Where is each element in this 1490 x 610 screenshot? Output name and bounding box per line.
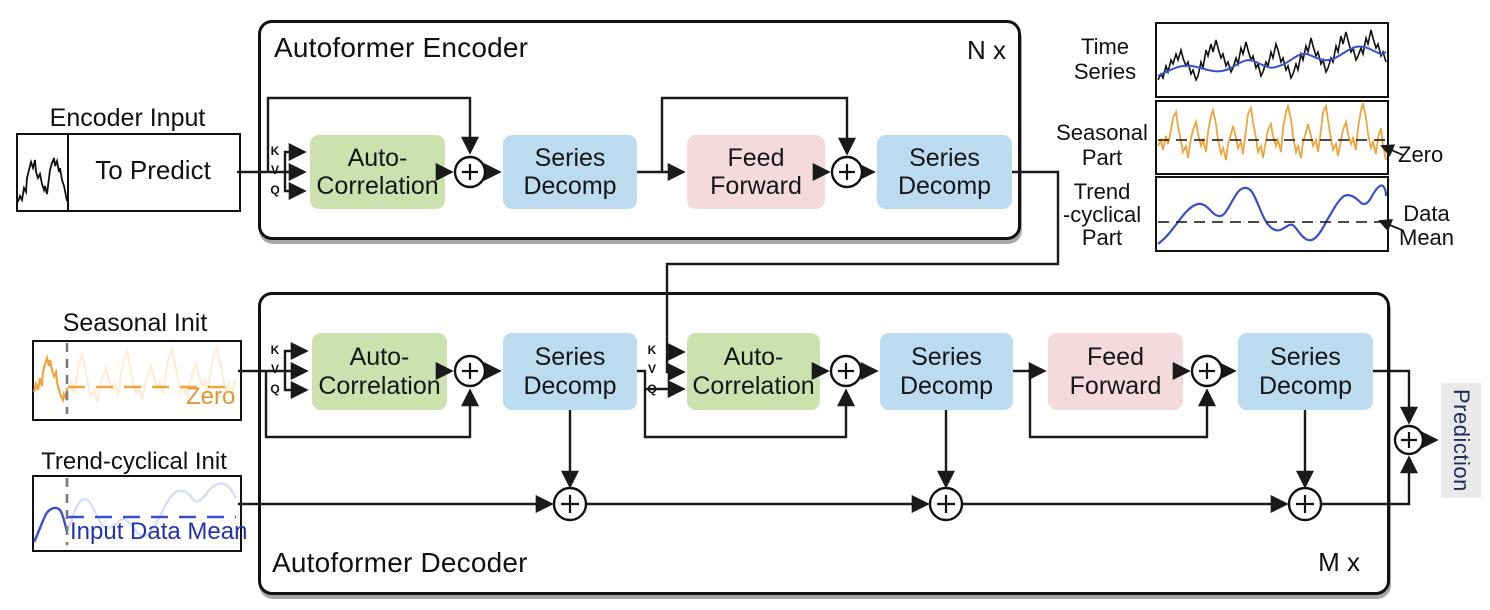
encoder-input-divider [67,133,69,210]
trend-init-title: Trend-cyclical Init [41,448,227,475]
decoder-series-decomp-3-block: Series Decomp [1238,333,1373,410]
trend-part-plot [1155,176,1389,252]
decoder-self-k-label: K [270,343,280,357]
to-predict-label: To Predict [95,155,211,185]
data-mean-annotation: Data Mean [1399,201,1455,251]
decoder-cross-k-label: K [647,343,657,357]
decoder-repeat-count: M x [1318,547,1360,577]
decoder-cross-q-label: Q [647,382,657,396]
encoder-repeat-count: N x [967,35,1006,65]
decoder-self-v-label: V [270,362,279,376]
encoder-title: Autoformer Encoder [274,32,529,63]
decoder-feed-forward-block: Feed Forward [1048,333,1183,410]
decoder-series-decomp-1-block: Series Decomp [503,333,637,410]
trend-part-label: Trend -cyclical Part [1062,179,1142,251]
time-series-plot [1155,22,1389,98]
time-series-trend-curve [1157,45,1387,77]
encoder-series-decomp-2-block: Series Decomp [877,135,1012,209]
encoder-v-label: V [270,163,279,177]
encoder-input-title: Encoder Input [49,104,206,132]
seasonal-part-label: Seasonal Part [1056,120,1148,171]
trend-init-mean-label: Input Data Mean [70,518,248,545]
decoder-autocorrelation-2-block: Auto- Correlation [687,333,820,410]
decoder-autocorrelation-1-block: Auto- Correlation [312,333,447,410]
seasonal-init-title: Seasonal Init [62,309,208,337]
prediction-label: Prediction [1441,383,1481,498]
encoder-series-decomp-1-block: Series Decomp [503,135,637,209]
seasonal-part-curve [1157,100,1387,161]
seasonal-part-plot [1155,100,1389,175]
decoder-cross-v-label: V [647,362,656,376]
decoder-self-q-label: Q [270,382,280,396]
final-sum-node [1393,424,1425,456]
zero-annotation: Zero [1398,142,1444,167]
decoder-series-decomp-2-block: Series Decomp [880,333,1013,410]
time-series-raw-curve [1157,29,1387,83]
time-series-label: Time Series [1073,34,1137,85]
encoder-autocorrelation-block: Auto- Correlation [310,135,445,209]
decoder-title: Autoformer Decoder [272,547,528,578]
encoder-q-label: Q [270,183,280,197]
seasonal-init-zero-label: Zero [186,383,236,410]
encoder-k-label: K [270,144,280,158]
encoder-feed-forward-block: Feed Forward [687,135,825,209]
trend-part-curve [1157,184,1388,245]
